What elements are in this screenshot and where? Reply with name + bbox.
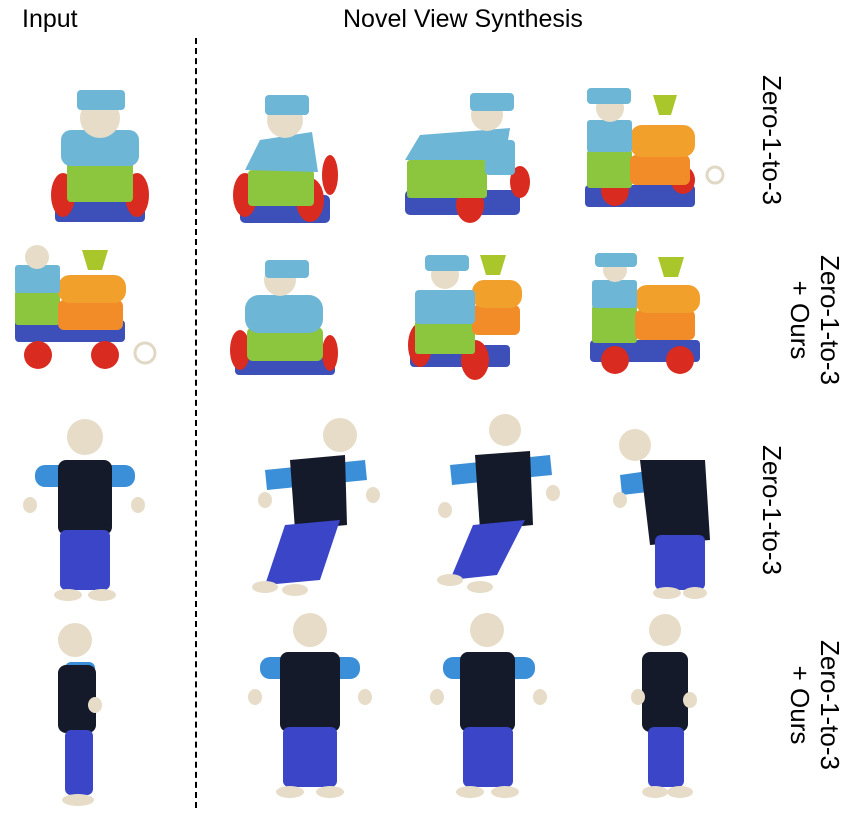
row-label-4: Zero-1-to-3+ Ours	[785, 639, 845, 771]
row-label-2: Zero-1-to-3+ Ours	[785, 254, 845, 386]
column-divider	[195, 38, 197, 808]
train-input-front-image	[25, 60, 175, 245]
doll-zero123-view-1-image	[235, 415, 385, 600]
row-label-3: Zero-1-to-3	[757, 444, 788, 576]
train-zero123-view-1-image	[220, 60, 370, 245]
doll-ours-view-3-image	[590, 612, 740, 798]
novel-view-synthesis-header: Novel View Synthesis	[343, 5, 583, 33]
doll-ours-view-1-image	[235, 612, 385, 798]
train-zero123-view-3-image	[575, 60, 725, 245]
train-ours-view-3-image	[580, 245, 730, 430]
doll-ours-view-2-image	[415, 612, 565, 798]
train-zero123-view-2-image	[395, 60, 545, 245]
train-ours-view-2-image	[400, 245, 550, 430]
doll-input-front-image	[10, 415, 160, 601]
doll-zero123-view-2-image	[425, 414, 575, 600]
input-column-header: Input	[22, 5, 78, 33]
train-ours-view-1-image	[225, 245, 375, 430]
doll-zero123-view-3-image	[595, 415, 745, 600]
train-input-side-image	[10, 245, 160, 430]
doll-input-side-image	[20, 620, 170, 806]
row-label-1: Zero-1-to-3	[757, 74, 788, 206]
